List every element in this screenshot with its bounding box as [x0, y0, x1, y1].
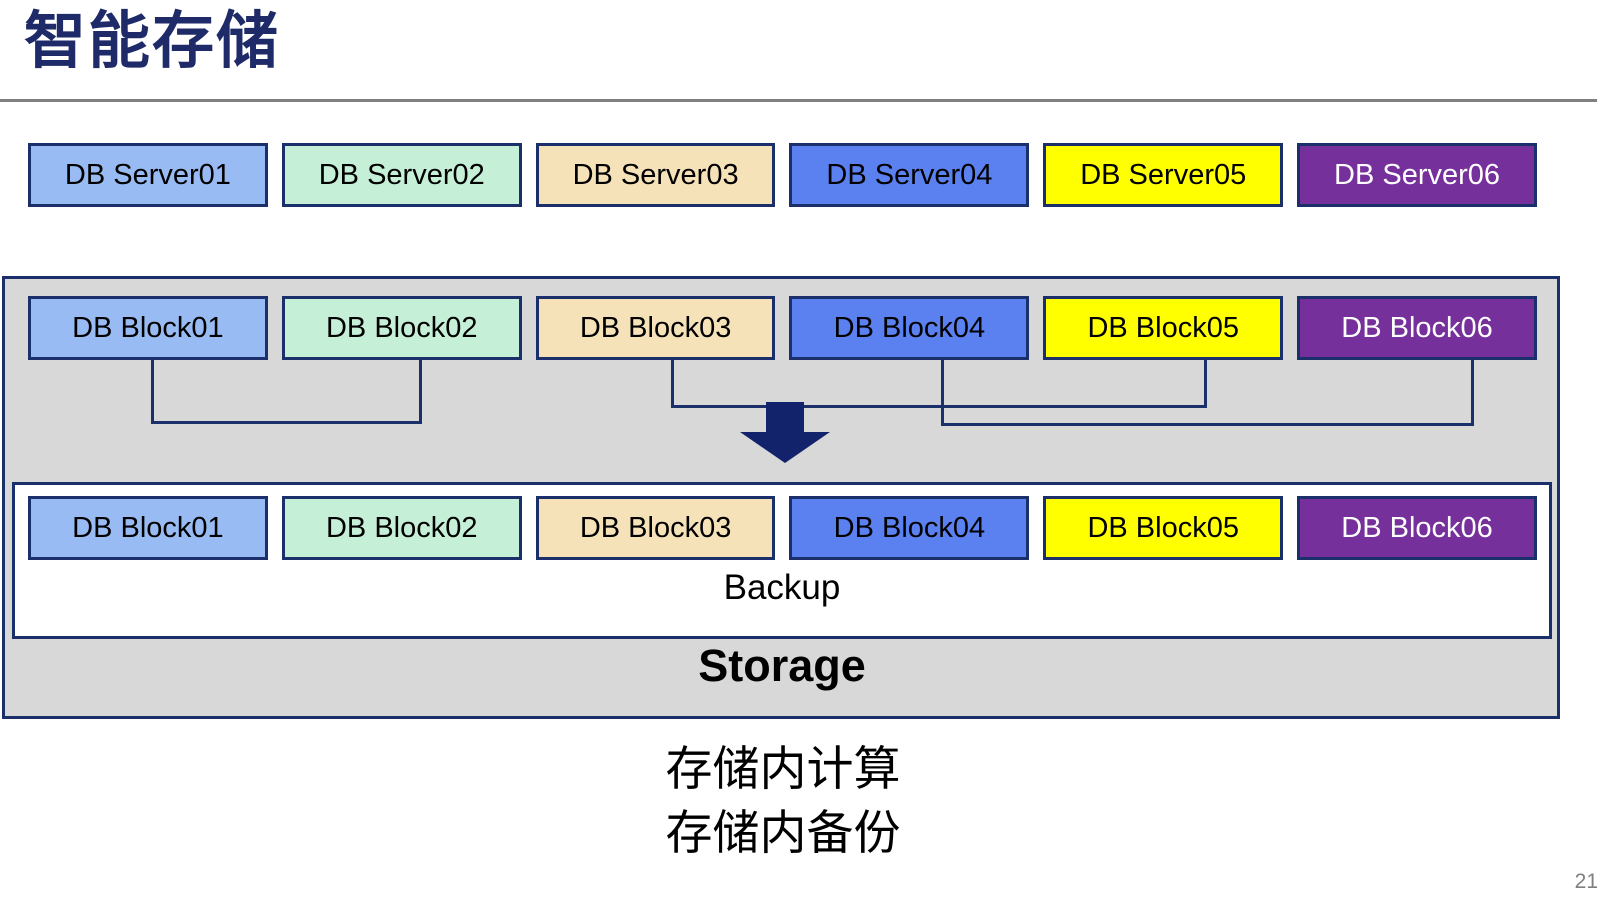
db-server-06: DB Server06	[1297, 143, 1537, 207]
backup-box	[12, 482, 1552, 639]
caption-line-1: 存储内计算	[665, 742, 901, 795]
connector-line	[419, 360, 422, 424]
connector-line	[1204, 360, 1207, 408]
connector-line	[941, 360, 944, 426]
down-arrow-icon	[740, 432, 830, 463]
db-block-06-backup: DB Block06	[1297, 496, 1537, 560]
connector-line	[671, 405, 1207, 408]
db-server-01: DB Server01	[28, 143, 268, 207]
db-block-row-top: DB Block01 DB Block02 DB Block03 DB Bloc…	[28, 296, 1537, 360]
backup-label: Backup	[723, 568, 841, 607]
title-divider	[0, 99, 1597, 102]
db-block-02-backup: DB Block02	[281, 496, 522, 560]
db-server-row: DB Server01 DB Server02 DB Server03 DB S…	[28, 143, 1537, 207]
db-block-04-top: DB Block04	[789, 296, 1030, 360]
down-arrow-icon	[766, 402, 804, 433]
caption: 存储内计算 存储内备份	[0, 737, 1566, 865]
storage-label: Storage	[698, 640, 866, 691]
db-block-06-top: DB Block06	[1297, 296, 1537, 360]
db-block-01-top: DB Block01	[28, 296, 268, 360]
page-title: 智能存储	[24, 7, 281, 76]
db-block-row-backup: DB Block01 DB Block02 DB Block03 DB Bloc…	[28, 496, 1537, 560]
caption-line-2: 存储内备份	[665, 805, 901, 859]
db-block-03-backup: DB Block03	[535, 496, 776, 560]
connector-line	[151, 360, 154, 424]
connector-line	[671, 360, 674, 408]
db-server-04: DB Server04	[789, 143, 1030, 207]
db-block-05-backup: DB Block05	[1043, 496, 1284, 560]
db-block-02-top: DB Block02	[281, 296, 522, 360]
page-number: 21	[1574, 870, 1598, 893]
db-server-05: DB Server05	[1043, 143, 1284, 207]
db-block-03-top: DB Block03	[535, 296, 776, 360]
db-block-04-backup: DB Block04	[789, 496, 1030, 560]
db-server-02: DB Server02	[281, 143, 522, 207]
connector-line	[941, 423, 1474, 426]
db-block-05-top: DB Block05	[1043, 296, 1284, 360]
connector-line	[151, 421, 422, 424]
db-block-01-backup: DB Block01	[28, 496, 268, 560]
connector-line	[1471, 360, 1474, 426]
db-server-03: DB Server03	[535, 143, 776, 207]
